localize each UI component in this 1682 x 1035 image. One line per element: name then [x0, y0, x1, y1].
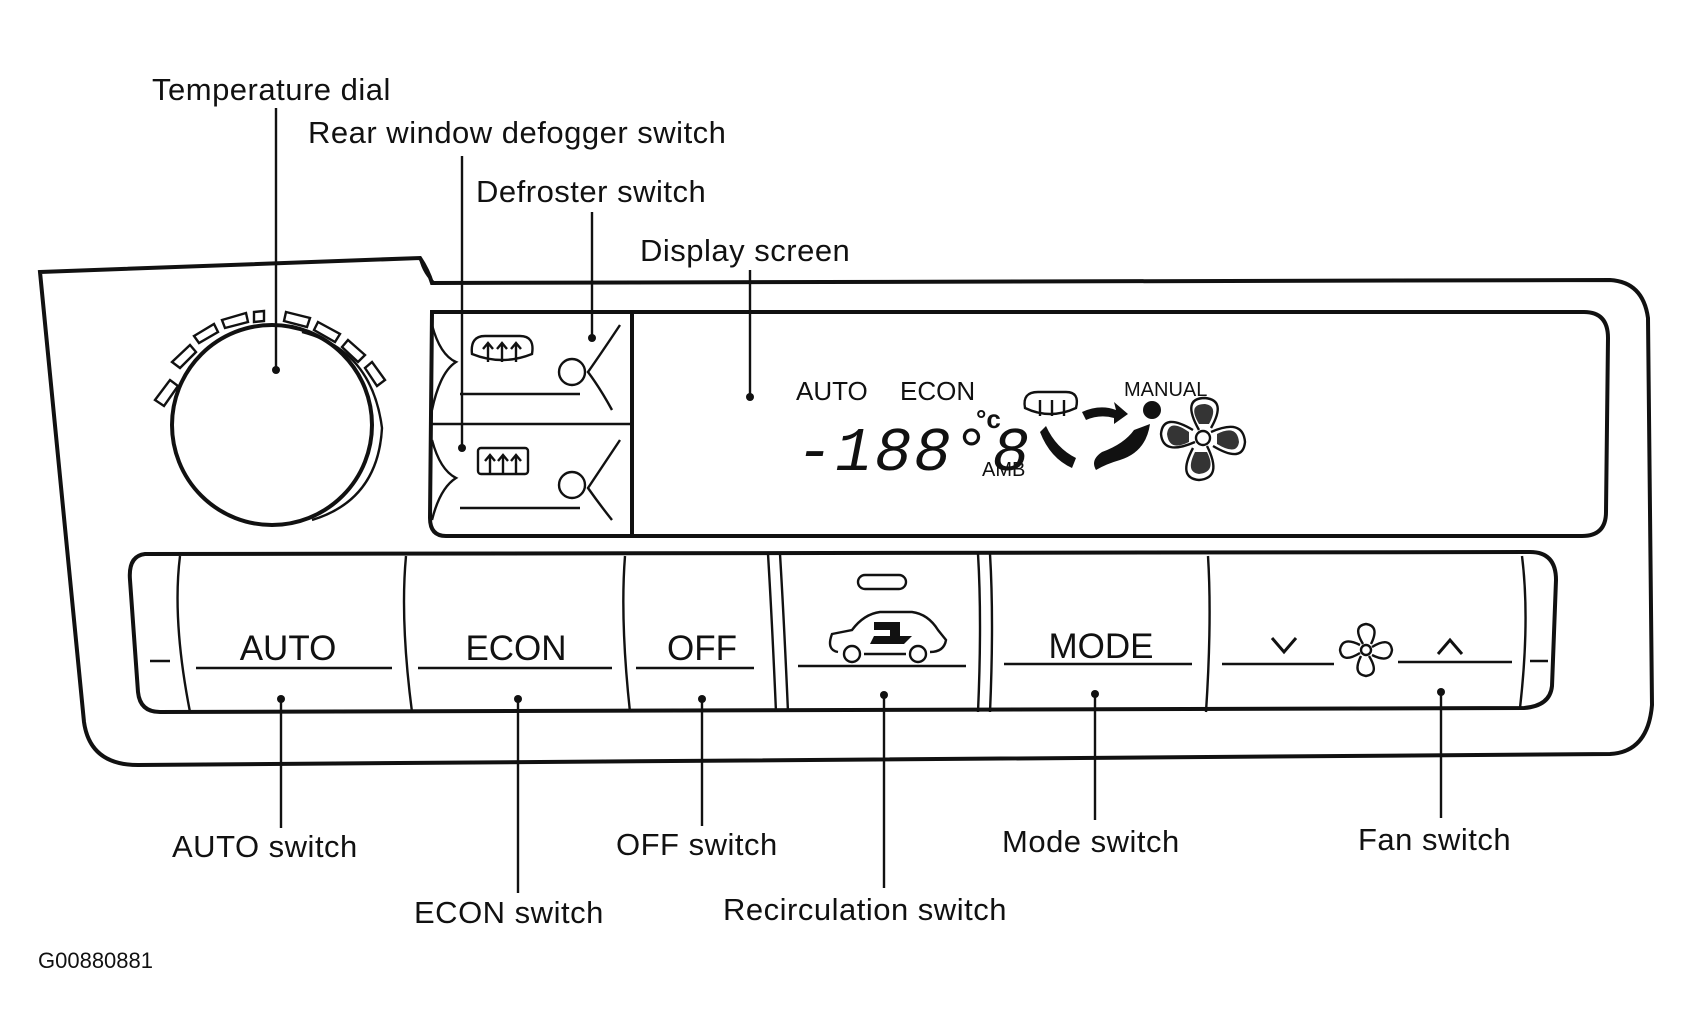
recirculation-indicator-icon: [856, 573, 908, 591]
callout-auto-switch: AUTO switch: [172, 829, 358, 864]
econ-button-label: ECON: [465, 629, 566, 668]
defogger-indicator-icon: [557, 470, 587, 500]
defroster-switch[interactable]: [470, 334, 596, 387]
econ-button[interactable]: ECON: [418, 555, 632, 713]
recirculation-car-icon: [828, 610, 948, 664]
display-amb-text: AMB: [982, 459, 1025, 481]
auto-button[interactable]: AUTO: [196, 555, 414, 713]
display-unit: °c: [976, 404, 1001, 434]
leader-lines: [274, 108, 1443, 893]
fan-icon: [1159, 396, 1247, 482]
rear-defogger-icon: [476, 446, 530, 476]
display-manual-text: MANUAL: [1124, 379, 1207, 401]
callout-defroster: Defroster switch: [476, 174, 706, 209]
auto-button-label: AUTO: [240, 629, 337, 668]
control-panel: [37, 255, 1655, 768]
defroster-indicator-icon: [557, 357, 587, 387]
temperature-dial[interactable]: [153, 309, 387, 527]
display-econ-text: ECON: [900, 376, 975, 406]
button-row: [127, 549, 1559, 715]
callout-fan-switch: Fan switch: [1358, 822, 1511, 857]
display-screen: AUTO ECON -188°8 °c AMB MANUAL: [632, 310, 1611, 538]
callout-rear-defogger: Rear window defogger switch: [308, 115, 726, 150]
callout-temperature-dial: Temperature dial: [152, 72, 391, 107]
fan-up-button[interactable]: [1398, 637, 1512, 664]
dial-scale-segments: [153, 309, 387, 408]
display-auto-text: AUTO: [796, 376, 868, 406]
recirculation-button[interactable]: [798, 553, 994, 713]
callout-off-switch: OFF switch: [616, 827, 778, 862]
airflow-mode-icon: [1023, 390, 1161, 470]
off-button-label: OFF: [667, 629, 737, 668]
defrost-switch-block: [427, 310, 634, 538]
mode-button[interactable]: MODE: [1004, 555, 1211, 713]
front-defroster-icon: [470, 334, 534, 362]
chevron-up-icon: [1436, 637, 1464, 655]
display-temperature: -188°8: [796, 418, 1031, 489]
figure-code: G00880881: [38, 948, 153, 973]
callout-display-screen: Display screen: [640, 233, 850, 268]
mode-button-label: MODE: [1049, 627, 1154, 666]
fan-down-button[interactable]: [1222, 637, 1334, 666]
callout-mode-switch: Mode switch: [1002, 824, 1180, 859]
callout-recirculation-switch: Recirculation switch: [723, 892, 1007, 927]
fan-switch-icon: [1338, 622, 1394, 678]
chevron-down-icon: [1270, 637, 1298, 655]
rear-defogger-switch[interactable]: [458, 444, 587, 500]
off-button[interactable]: OFF: [636, 553, 790, 713]
fan-switch[interactable]: [1222, 622, 1512, 696]
callout-econ-switch: ECON switch: [414, 895, 604, 930]
